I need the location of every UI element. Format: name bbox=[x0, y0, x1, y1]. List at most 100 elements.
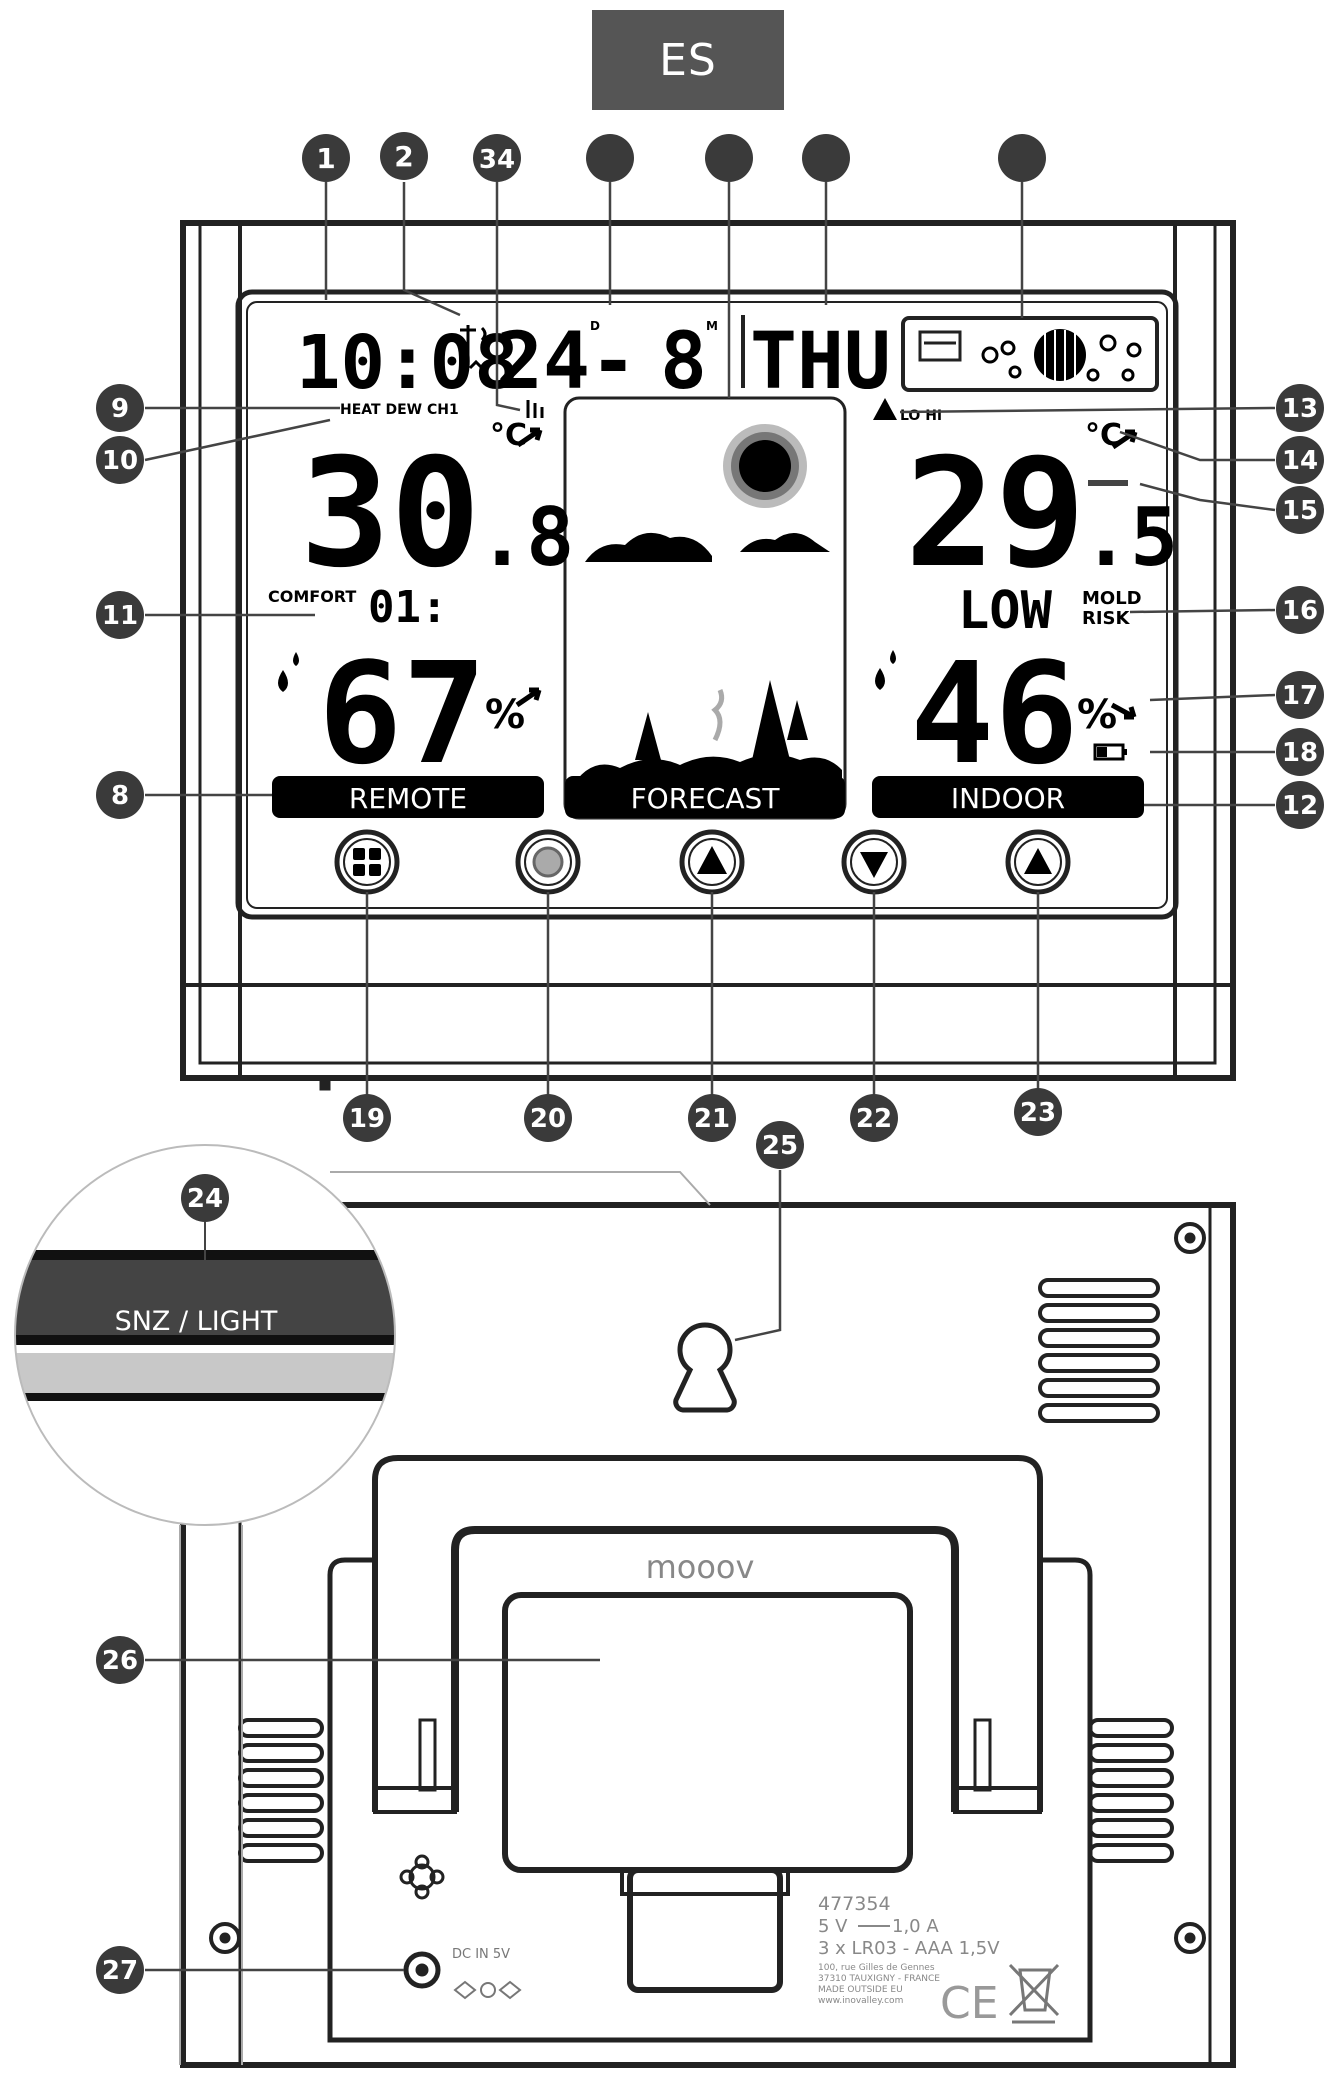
website: www.inovalley.com bbox=[818, 1996, 903, 2006]
indoor-humidity-unit: % bbox=[1077, 692, 1117, 738]
address-line-2: 37310 TAUXIGNY - FRANCE bbox=[818, 1974, 940, 1984]
button-down[interactable] bbox=[841, 829, 907, 895]
forecast-label-bar bbox=[565, 776, 845, 818]
callout-number: 1 bbox=[316, 142, 335, 175]
date-day: 24- bbox=[496, 317, 637, 407]
callout-number: 17 bbox=[1282, 681, 1318, 711]
stand bbox=[372, 1455, 1043, 1812]
alert-icon bbox=[697, 846, 727, 874]
remote-temperature: 30 bbox=[300, 427, 481, 601]
cloud-icon bbox=[585, 532, 712, 562]
indoor-humidity: 46 bbox=[910, 633, 1079, 796]
leader-lines-front bbox=[144, 182, 1276, 1095]
callouts-right: 13 14 15 16 17 18 12 bbox=[1276, 384, 1324, 829]
dc-jack[interactable] bbox=[403, 1951, 441, 1989]
remote-temp-unit: °C bbox=[490, 418, 527, 453]
indoor-label-bar bbox=[872, 776, 1144, 818]
button-alert[interactable] bbox=[679, 829, 745, 895]
light-icon bbox=[532, 846, 564, 878]
callout-number: 25 bbox=[762, 1131, 798, 1161]
comfort-label: COMFORT bbox=[268, 587, 356, 606]
callout-number: 8 bbox=[111, 781, 129, 811]
alert-icon bbox=[873, 398, 897, 420]
button-light[interactable] bbox=[515, 829, 581, 895]
front-lcd-text: 10:08 24- D 8 M THU HEAT DEW CH1 30 .8 °… bbox=[268, 317, 1178, 815]
callout-number: 11 bbox=[102, 601, 138, 631]
battery-compartment bbox=[502, 1592, 913, 1873]
button-up[interactable] bbox=[1005, 829, 1071, 895]
callout-number: 12 bbox=[1282, 791, 1318, 821]
power-current: 1,0 A bbox=[892, 1916, 939, 1937]
screw-icon bbox=[209, 1922, 241, 1954]
droplet-icon bbox=[890, 650, 896, 664]
screw-icon bbox=[1174, 1922, 1206, 1954]
callout-number: 9 bbox=[111, 394, 129, 424]
speaker-icon bbox=[399, 1854, 445, 1900]
forecast-label: FORECAST bbox=[631, 782, 781, 815]
landscape-icon bbox=[570, 680, 842, 790]
callout-marker bbox=[380, 132, 428, 180]
back-view bbox=[180, 1202, 1236, 2068]
callout-number: 34 bbox=[479, 145, 515, 175]
indoor-temp-unit: °C bbox=[1085, 418, 1122, 453]
callout-marker bbox=[302, 134, 350, 182]
callout-number: 18 bbox=[1282, 738, 1318, 768]
leader-lines-back bbox=[145, 1170, 782, 1972]
vent-grille bbox=[238, 1718, 1174, 1863]
callout-number: 2 bbox=[394, 140, 413, 173]
address-line-1: 100, rue Gilles de Gennes bbox=[818, 1963, 935, 1973]
button-menu[interactable] bbox=[334, 829, 400, 895]
left-flags: HEAT DEW CH1 bbox=[340, 402, 459, 418]
sun-icon bbox=[723, 424, 807, 508]
trend-arrow-icon bbox=[1110, 702, 1137, 720]
origin-label: MADE OUTSIDE EU bbox=[818, 1985, 903, 1995]
language-tab: ES bbox=[592, 10, 784, 110]
up-arrow-icon bbox=[1024, 848, 1052, 874]
vent-grille bbox=[1038, 1278, 1160, 1423]
callout-number: 22 bbox=[856, 1104, 892, 1134]
dc-label: DC IN 5V bbox=[452, 1947, 510, 1962]
month-marker: M bbox=[706, 319, 718, 333]
screw-icon bbox=[1174, 1222, 1206, 1254]
moon-phase-box bbox=[901, 316, 1159, 392]
indoor-label: INDOOR bbox=[951, 782, 1065, 815]
callout-marker bbox=[586, 134, 634, 182]
trend-arrow-icon bbox=[515, 687, 542, 708]
callout-number: 20 bbox=[530, 1104, 566, 1134]
back-text: mooov 477354 5 V 1,0 A 3 x LR03 - AAA 1,… bbox=[452, 1548, 1000, 2029]
moon-icon bbox=[1034, 329, 1086, 381]
cloud-icon bbox=[740, 532, 830, 552]
callout-number: 19 bbox=[349, 1104, 385, 1134]
brand-logo: mooov bbox=[646, 1548, 755, 1586]
back-housing bbox=[180, 1202, 1236, 2068]
battery-cover-latch bbox=[627, 1867, 783, 1993]
indoor-temperature: 29 bbox=[905, 427, 1086, 601]
down-arrow-icon bbox=[860, 852, 888, 878]
callout-number: 14 bbox=[1282, 446, 1318, 476]
mold-level: LOW bbox=[958, 581, 1053, 641]
mold-label-1: MOLD bbox=[1082, 588, 1142, 609]
callout-number: 23 bbox=[1020, 1098, 1056, 1128]
callout-number: 16 bbox=[1282, 596, 1318, 626]
ce-mark: CE bbox=[940, 1978, 999, 2029]
power-voltage: 5 V bbox=[818, 1916, 848, 1937]
day-marker: D bbox=[590, 319, 600, 333]
front-view bbox=[180, 220, 1236, 1091]
callout-number: 13 bbox=[1282, 394, 1318, 424]
callout-number: 10 bbox=[102, 446, 138, 476]
callout-number: 27 bbox=[102, 1956, 138, 1986]
remote-temperature-decimal: .8 bbox=[478, 491, 574, 584]
zoom-detail: SNZ / LIGHT bbox=[14, 1144, 711, 2065]
droplet-icon bbox=[293, 652, 299, 666]
callout-number: 26 bbox=[102, 1646, 138, 1676]
remote-humidity-unit: % bbox=[485, 692, 525, 738]
callouts-left: 9 10 11 8 bbox=[96, 384, 144, 819]
signal-icon bbox=[460, 325, 487, 370]
battery-spec: 3 x LR03 - AAA 1,5V bbox=[818, 1938, 1000, 1959]
menu-icon bbox=[353, 848, 365, 860]
remote-humidity: 67 bbox=[318, 633, 487, 796]
droplet-icon bbox=[278, 670, 288, 692]
callout-marker bbox=[473, 134, 521, 182]
callout-number: 21 bbox=[694, 1104, 730, 1134]
